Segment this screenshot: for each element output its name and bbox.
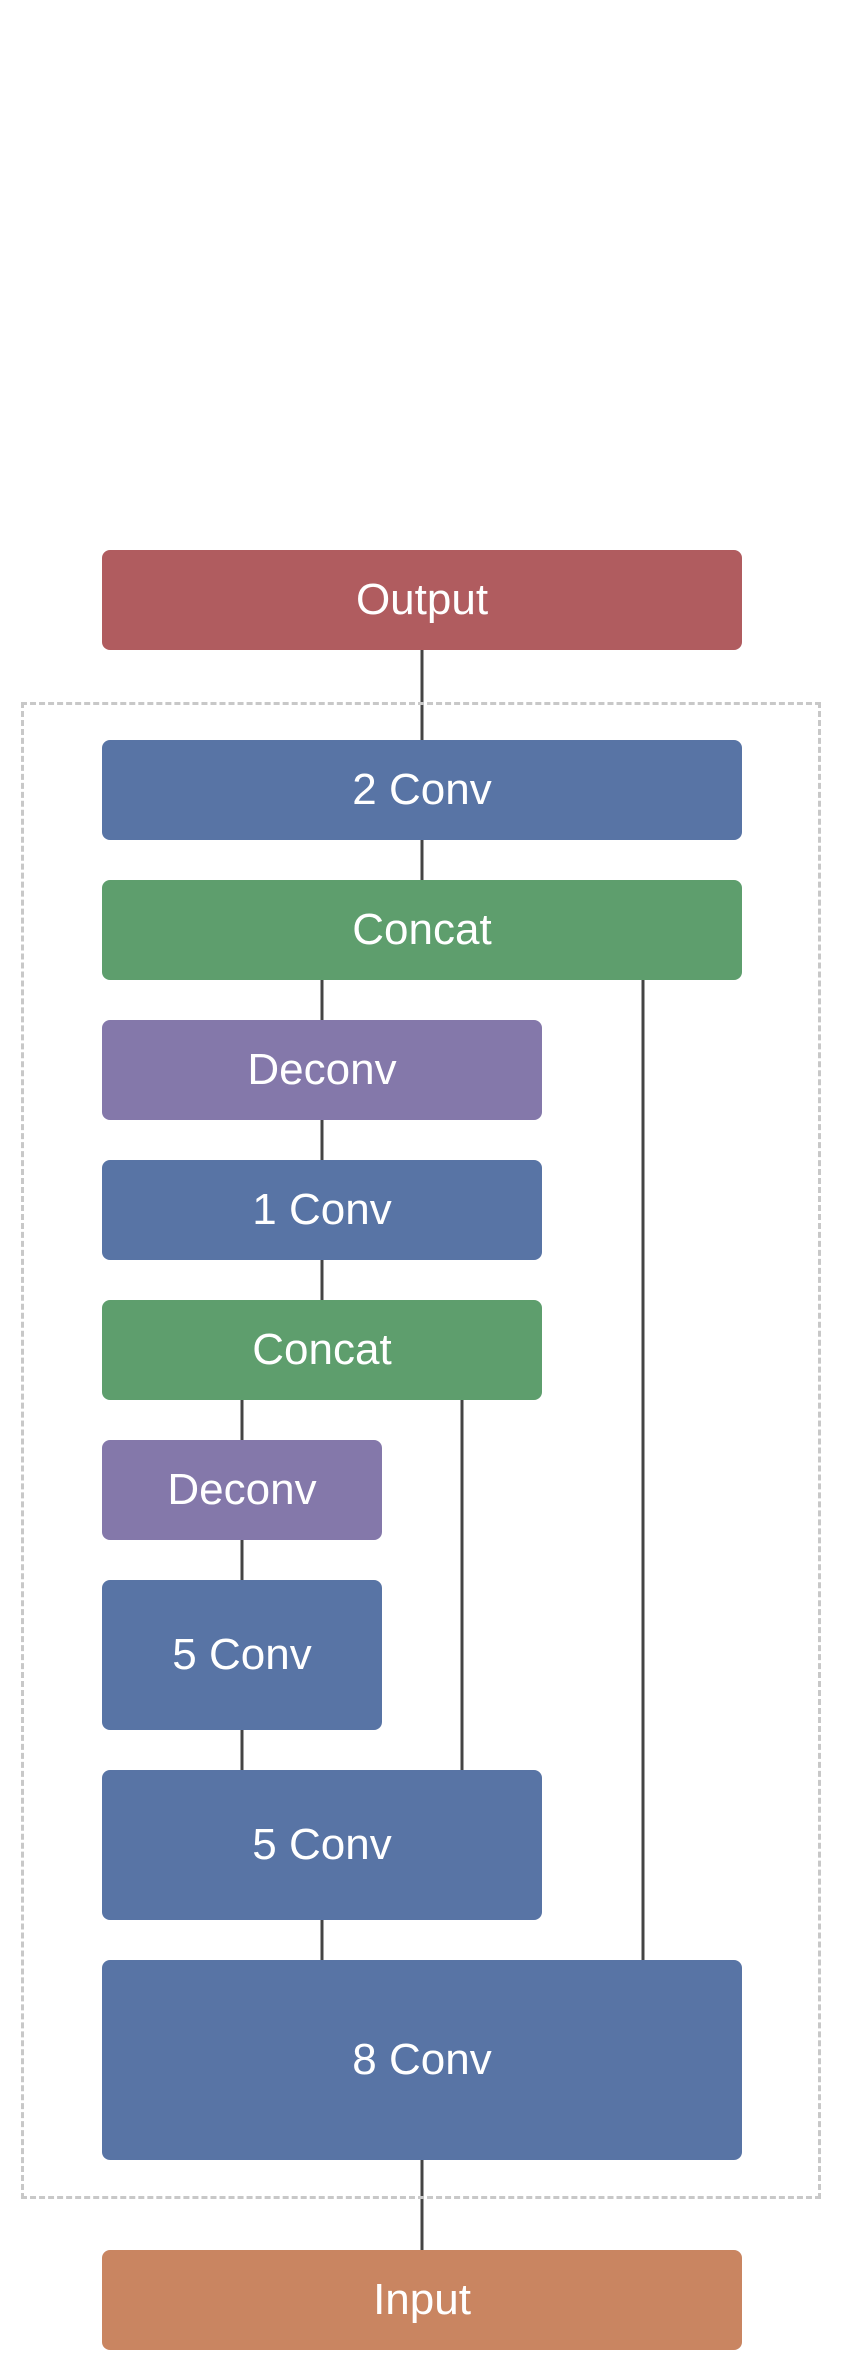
deconv-top-node: Deconv [102,1020,542,1120]
input-label: Input [373,2275,471,2324]
concat-mid-node: Concat [102,1300,542,1400]
concat-top-node: Concat [102,880,742,980]
conv-5-small-label: 5 Conv [172,1630,312,1679]
concat-top-label: Concat [352,905,492,954]
input-node: Input [102,2250,742,2350]
conv-1-node: 1 Conv [102,1160,542,1260]
deconv-mid-label: Deconv [167,1465,317,1514]
concat-mid-label: Concat [252,1325,392,1374]
conv-2-label: 2 Conv [352,765,492,814]
deconv-mid-node: Deconv [102,1440,382,1540]
conv-5-wide-label: 5 Conv [252,1820,392,1869]
conv-8-label: 8 Conv [352,2035,492,2084]
deconv-top-label: Deconv [247,1045,397,1094]
conv-2-node: 2 Conv [102,740,742,840]
network-body-region [21,702,821,2199]
output-label: Output [355,575,489,624]
conv-5-wide-node: 5 Conv [102,1770,542,1920]
output-node: Output [102,550,742,650]
conv-1-label: 1 Conv [252,1185,392,1234]
conv-5-small-node: 5 Conv [102,1580,382,1730]
conv-8-node: 8 Conv [102,1960,742,2160]
